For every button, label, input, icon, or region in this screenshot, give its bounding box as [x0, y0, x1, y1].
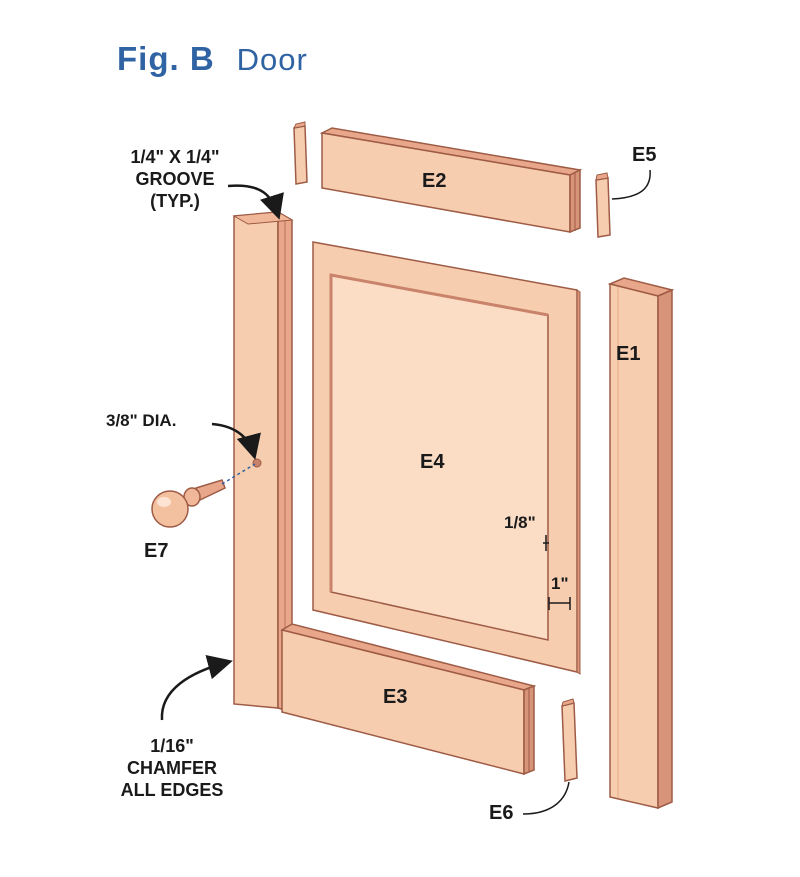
label-e5: E5: [632, 144, 657, 166]
border-dimension: [548, 597, 571, 610]
figure-title: Fig. B Door: [117, 40, 308, 78]
reveal-callout: 1/8": [504, 513, 536, 532]
label-e3: E3: [383, 686, 408, 708]
groove-callout: 1/4" X 1/4" GROOVE (TYP.): [130, 147, 220, 211]
label-e6: E6: [489, 802, 514, 824]
top-rail-e2: [319, 127, 583, 234]
right-stile-e1: [607, 277, 675, 810]
knob-e7: [151, 463, 256, 528]
label-e1: E1: [616, 343, 641, 365]
label-e4: E4: [420, 451, 445, 473]
border-callout: 1": [551, 574, 569, 593]
groove-leader: [227, 184, 284, 220]
figure-number: Fig. B: [117, 40, 215, 77]
chamfer-callout: 1/16" CHAMFER ALL EDGES: [120, 736, 224, 800]
panel-e4: [312, 241, 581, 675]
spline-e5-left: [293, 121, 308, 185]
spline-e6: [561, 698, 578, 782]
e5-leader: [611, 169, 651, 200]
dia-leader: [211, 422, 261, 460]
e6-leader: [522, 781, 570, 815]
dia-callout: 3/8" DIA.: [106, 411, 177, 430]
label-e7: E7: [144, 540, 169, 562]
figure-name: Door: [236, 42, 308, 77]
chamfer-leader: [160, 655, 233, 721]
label-e2: E2: [422, 170, 447, 192]
reveal-dimension: [543, 535, 549, 551]
spline-e5-right: [595, 172, 611, 238]
bottom-rail-e3: [280, 623, 537, 776]
